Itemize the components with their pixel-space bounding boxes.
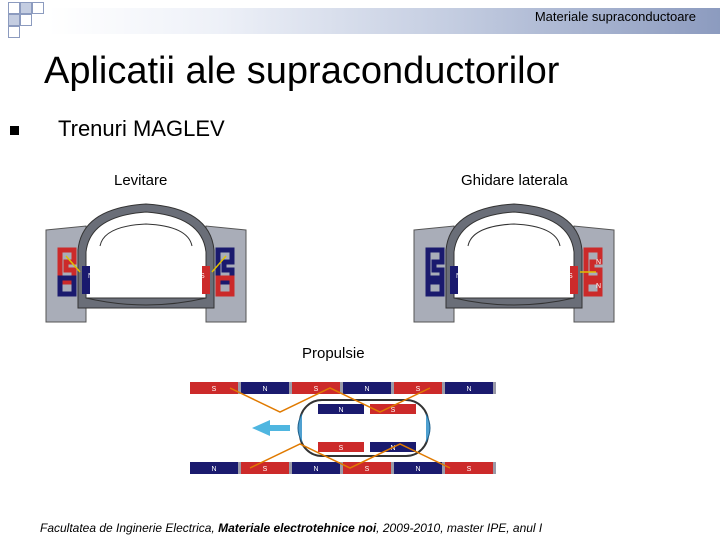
bottom-rail-magnet-block xyxy=(292,462,340,474)
levitation-label: Levitare xyxy=(114,172,168,189)
top-rail-magnet-block xyxy=(190,382,238,394)
pole-north-label: N xyxy=(596,283,601,290)
decor-square xyxy=(20,2,32,14)
footer-part2: Materiale electrotehnice noi xyxy=(218,521,377,535)
top-rail-magnet-block xyxy=(241,382,289,394)
bottom-rail-magnet-block xyxy=(241,462,289,474)
levitation-diagram: N S xyxy=(42,190,250,326)
footer-part1: Facultatea de Inginerie Electrica, xyxy=(40,521,219,535)
header-gradient-bar xyxy=(48,8,720,34)
header-band xyxy=(0,0,720,42)
top-rail-magnet-block xyxy=(343,382,391,394)
bottom-rail-magnet-label: N xyxy=(313,466,318,473)
pole-south-label: S xyxy=(568,273,573,280)
vehicle-bottom-magnet-label: N xyxy=(390,445,395,452)
bottom-rail-magnet-block xyxy=(394,462,442,474)
slide-title: Aplicatii ale supraconductorilor xyxy=(44,50,560,92)
top-rail-magnet-label: N xyxy=(262,386,267,393)
top-rail-magnet-label: S xyxy=(314,386,319,393)
vehicle-bottom-magnet-label: S xyxy=(339,445,344,452)
propulsion-force-line xyxy=(249,443,451,469)
lateral-guidance-label: Ghidare laterala xyxy=(461,172,568,189)
bullet-text: Trenuri MAGLEV xyxy=(58,116,225,141)
propulsion-direction-arrow xyxy=(252,420,290,436)
top-rail-magnet-label: S xyxy=(416,386,421,393)
vehicle-top-magnet-block xyxy=(318,404,364,414)
bottom-rail-magnet-block xyxy=(445,462,493,474)
header-subtitle: Materiale supraconductoare xyxy=(534,9,696,24)
top-rail-magnet-block xyxy=(445,382,493,394)
propulsion-label: Propulsie xyxy=(302,345,365,362)
bottom-rail-magnet-block xyxy=(190,462,238,474)
decor-square xyxy=(20,14,32,26)
decor-square xyxy=(8,2,20,14)
top-rail-magnet-label: S xyxy=(212,386,217,393)
propulsion-force-line xyxy=(229,387,431,413)
vehicle-bottom-magnet-block xyxy=(318,442,364,452)
pole-north-label: N xyxy=(456,273,461,280)
vehicle-top-magnet-block xyxy=(370,404,416,414)
footer-part3: , 2009-2010, master IPE, anul I xyxy=(376,521,543,535)
decor-square xyxy=(8,26,20,38)
bottom-rail-magnet-label: S xyxy=(263,466,268,473)
footer-text: Facultatea de Inginerie Electrica, Mater… xyxy=(40,521,542,535)
pole-north-label: N xyxy=(596,259,601,266)
pole-south-label: S xyxy=(200,273,205,280)
bottom-rail-magnet-label: N xyxy=(415,466,420,473)
decor-square xyxy=(32,2,44,14)
bottom-rail-magnet-label: S xyxy=(365,466,370,473)
vehicle-top-magnet-label: S xyxy=(391,407,396,414)
pole-north-label: N xyxy=(88,273,93,280)
top-rail-magnet-block xyxy=(394,382,442,394)
top-rail-magnet-block xyxy=(292,382,340,394)
top-rail-magnet-label: N xyxy=(364,386,369,393)
propulsion-diagram: S N S N S N N S N S N S N S S N xyxy=(190,382,496,474)
vehicle-top-magnet-label: N xyxy=(338,407,343,414)
decor-square xyxy=(8,14,20,26)
bullet-square xyxy=(10,126,19,135)
bottom-rail-magnet-label: S xyxy=(467,466,472,473)
lateral-guidance-diagram: N S N N xyxy=(410,190,618,326)
bottom-rail-magnet-label: N xyxy=(211,466,216,473)
top-rail-magnet-label: N xyxy=(466,386,471,393)
